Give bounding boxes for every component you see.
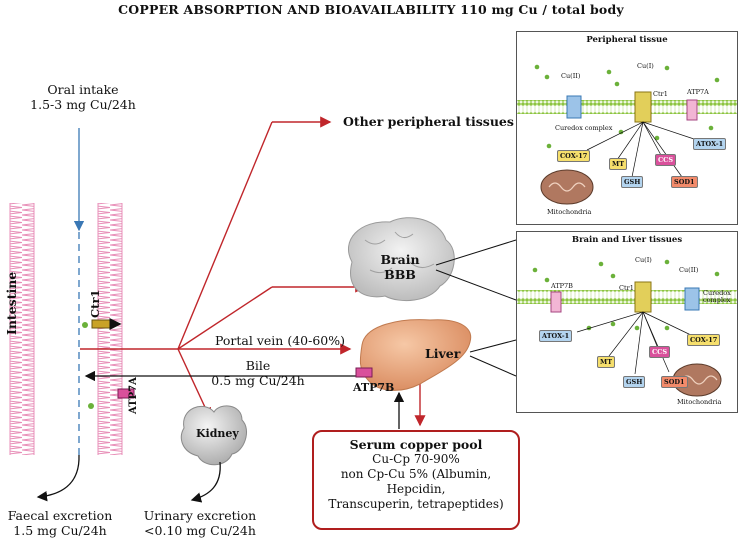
atp7a-transporter-icon	[88, 388, 135, 409]
bl-cox17-tag: COX-17	[687, 334, 721, 346]
panel-connectors	[435, 239, 517, 377]
bl-ccs-tag: CCS	[649, 346, 671, 358]
bl-atox1-tag: ATOX-1	[539, 330, 573, 342]
other-tissues-label: Other peripheral tissues	[343, 114, 514, 129]
ctr1-label: Ctr1	[88, 289, 102, 318]
curedox-label: Curedox complex	[555, 124, 613, 132]
bl-atp7b-label: ATP7B	[551, 282, 573, 290]
distribution-arrows	[80, 116, 426, 427]
intestine-wall-right	[97, 203, 123, 455]
bl-gsh-tag: GSH	[623, 376, 646, 388]
peripheral-panel-drawing	[517, 64, 737, 205]
ccs-tag: CCS	[655, 154, 677, 166]
cu1-label: Cu(I)	[637, 62, 654, 70]
portal-vein-label: Portal vein (40-60%)	[215, 333, 345, 348]
bl-mt-tag: MT	[597, 356, 616, 368]
sod1-tag: SOD1	[671, 176, 698, 188]
atox1-tag: ATOX-1	[693, 138, 727, 150]
kidney-icon	[180, 405, 247, 466]
urinary-excretion-label: Urinary excretion<0.10 mg Cu/24h	[143, 508, 257, 538]
serum-line-1: Cu-Cp 70-90%	[372, 452, 460, 466]
peripheral-panel-title: Peripheral tissue	[586, 35, 668, 45]
ctr1-transporter-icon	[82, 318, 122, 330]
bl-sod1-tag: SOD1	[661, 376, 688, 388]
atp7a-label: ATP7A	[128, 377, 139, 414]
serum-pool-title: Serum copper pool	[349, 437, 483, 452]
gsh-tag: GSH	[621, 176, 644, 188]
kidney-label: Kidney	[196, 427, 239, 440]
mt-tag: MT	[609, 158, 628, 170]
bl-mitochondria-label: Mitochondria	[677, 398, 722, 406]
bl-cu2-label: Cu(II)	[679, 266, 699, 274]
serum-line-3: Transcuperin, tetrapeptides)	[328, 497, 504, 511]
intestine-wall-left	[9, 203, 35, 455]
mitochondria-label: Mitochondria	[547, 208, 592, 216]
intestine-label: Intestine	[4, 271, 19, 335]
urinary-arrow	[190, 461, 221, 503]
atp7b-label: ATP7B	[353, 381, 395, 394]
serum-line-2: non Cp-Cu 5% (Albumin, Hepcidin,	[340, 467, 492, 496]
ctr1-panel-label: Ctr1	[653, 90, 668, 98]
cox17-tag: COX-17	[557, 150, 591, 162]
brain-liver-panel-drawing	[517, 259, 737, 397]
bl-cu1-label: Cu(I)	[635, 256, 652, 264]
bl-ctr1-label: Ctr1	[619, 284, 634, 292]
liver-label: Liver	[425, 346, 461, 361]
brain-liver-panel-title: Brain and Liver tissues	[571, 235, 683, 245]
brain-icon	[347, 217, 455, 302]
cu2-label: Cu(II)	[561, 72, 581, 80]
peripheral-tissue-panel: Peripheral tissue Cu(II) Cu(I) Ctr1 ATP7…	[516, 31, 738, 225]
atp7a-panel-label: ATP7A	[687, 88, 709, 96]
brain-liver-panel: Brain and Liver tissues Cu(I) Cu(II) ATP…	[516, 231, 738, 413]
serum-copper-pool-box: Serum copper pool Cu-Cp 70-90% non Cp-Cu…	[312, 430, 520, 530]
faecal-arrow	[36, 454, 80, 502]
atp7b-transporter-icon	[355, 367, 373, 378]
liver-icon	[359, 319, 472, 391]
diagram-title: COPPER ABSORPTION AND BIOAVAILABILITY 11…	[118, 2, 624, 17]
